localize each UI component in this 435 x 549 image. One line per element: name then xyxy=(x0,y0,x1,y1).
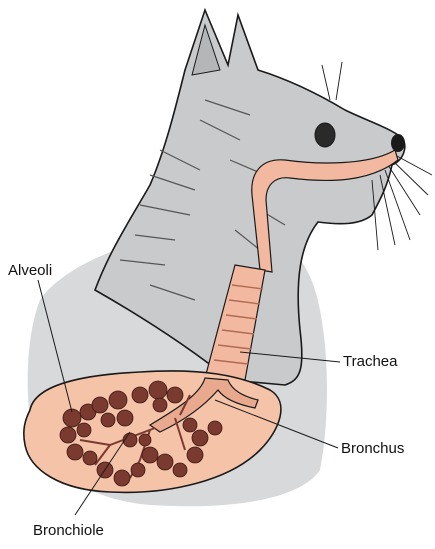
label-bronchus: Bronchus xyxy=(341,440,404,457)
cat-eye xyxy=(315,123,335,147)
label-bronchiole: Bronchiole xyxy=(33,522,104,539)
label-trachea: Trachea xyxy=(343,353,397,370)
cat-nose xyxy=(391,134,405,152)
label-alveoli: Alveoli xyxy=(8,262,52,279)
